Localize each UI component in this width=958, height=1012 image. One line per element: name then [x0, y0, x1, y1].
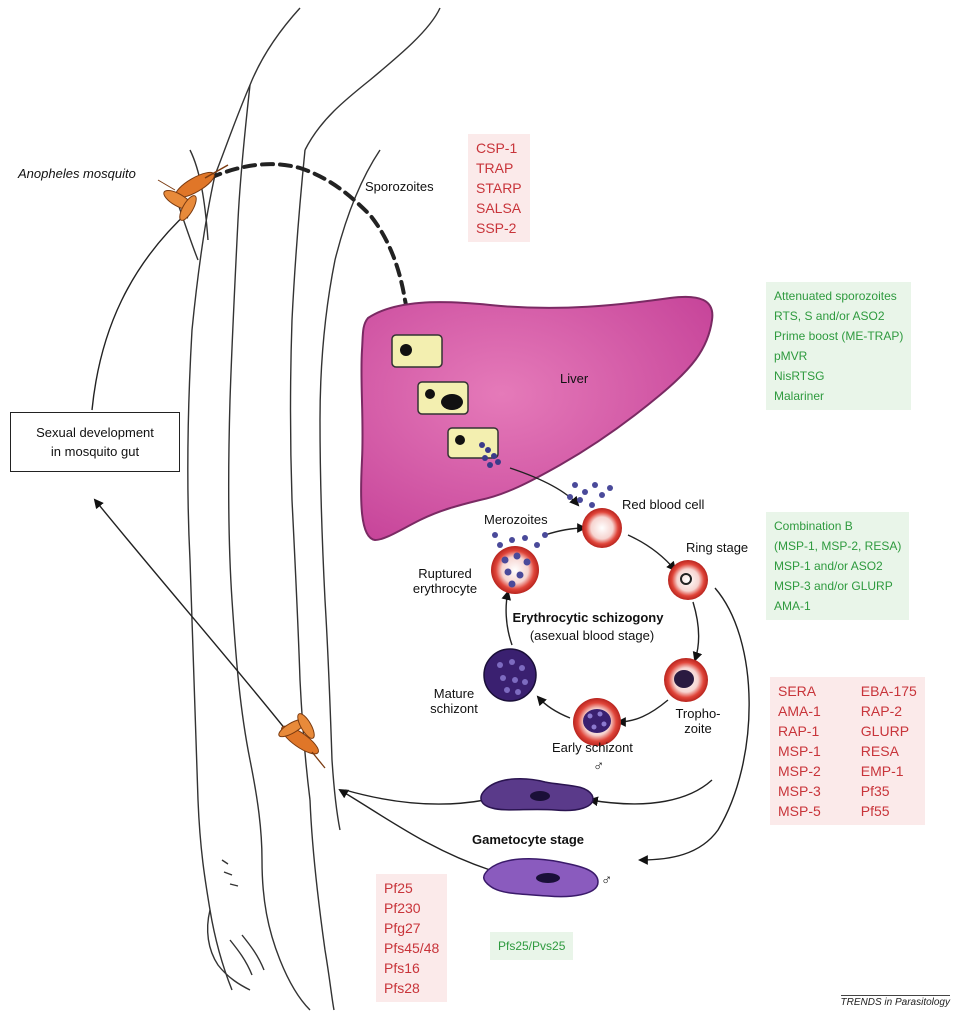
blood-antigens: SERA AMA-1 RAP-1 MSP-1 MSP-2 MSP-3 MSP-5… — [770, 677, 925, 825]
antigen-item: STARP — [476, 178, 522, 198]
antigen-item: SERA — [778, 681, 821, 701]
red-blood-cell — [582, 508, 622, 548]
gametocyte-vaccine: Pfs25/Pvs25 — [490, 932, 573, 960]
vaccine-item: (MSP-1, MSP-2, RESA) — [774, 536, 901, 556]
antigen-item: MSP-1 — [778, 741, 821, 761]
gametocyte-stage-label: Gametocyte stage — [472, 832, 584, 847]
sexual-development-box: Sexual development in mosquito gut — [10, 412, 180, 472]
cycle-subtitle: (asexual blood stage) — [512, 628, 672, 643]
vaccine-item: RTS, S and/or ASO2 — [774, 306, 903, 326]
antigen-item: TRAP — [476, 158, 522, 178]
antigen-item: RAP-2 — [861, 701, 917, 721]
vaccine-item: Prime boost (ME-TRAP) — [774, 326, 903, 346]
merozoites-label: Merozoites — [484, 512, 548, 527]
antigen-item: SALSA — [476, 198, 522, 218]
antigen-item: Pf230 — [384, 898, 439, 918]
journal-footer: TRENDS in Parasitology — [841, 995, 950, 1008]
vaccine-item: AMA-1 — [774, 596, 901, 616]
blood-antigens-col-1: SERA AMA-1 RAP-1 MSP-1 MSP-2 MSP-3 MSP-5 — [778, 681, 821, 821]
sporozoite-antigens: CSP-1 TRAP STARP SALSA SSP-2 — [468, 134, 530, 242]
vaccine-item: NisRTSG — [774, 366, 903, 386]
trophozoite-cell — [664, 658, 708, 702]
antigen-item: SSP-2 — [476, 218, 522, 238]
merozoite-cluster — [567, 482, 613, 508]
red-blood-cell-label: Red blood cell — [622, 497, 704, 512]
antigen-item: RESA — [861, 741, 917, 761]
early-schizont-cell — [573, 698, 621, 746]
ruptured-erythrocyte-cell — [491, 532, 548, 594]
male-symbol-2: ♂ — [601, 872, 612, 889]
antigen-item: MSP-3 — [778, 781, 821, 801]
liver-vaccine-list: Attenuated sporozoites RTS, S and/or ASO… — [766, 282, 911, 410]
antigen-item: RAP-1 — [778, 721, 821, 741]
liver-label: Liver — [560, 371, 588, 386]
sporozoites-label: Sporozoites — [365, 179, 434, 194]
antigen-item: Pfg27 — [384, 918, 439, 938]
antigen-item: Pf55 — [861, 801, 917, 821]
vaccine-item: pMVR — [774, 346, 903, 366]
antigen-item: GLURP — [861, 721, 917, 741]
antigen-item: Pfs45/48 — [384, 938, 439, 958]
cycle-title: Erythrocytic schizogony — [508, 610, 668, 625]
antigen-item: EBA-175 — [861, 681, 917, 701]
early-schizont-label: Early schizont — [552, 740, 633, 755]
trophozoite-label: Tropho- zoite — [668, 706, 728, 736]
vaccine-item: Attenuated sporozoites — [774, 286, 903, 306]
antigen-item: EMP-1 — [861, 761, 917, 781]
gametocyte-2 — [484, 859, 598, 897]
vaccine-item: MSP-1 and/or ASO2 — [774, 556, 901, 576]
antigen-item: Pfs16 — [384, 958, 439, 978]
antigen-item: MSP-5 — [778, 801, 821, 821]
ring-stage-cell — [668, 560, 708, 600]
antigen-item: Pf25 — [384, 878, 439, 898]
antigen-item: AMA-1 — [778, 701, 821, 721]
sexual-development-line-1: Sexual development — [36, 423, 154, 442]
blood-antigens-col-2: EBA-175 RAP-2 GLURP RESA EMP-1 Pf35 Pf55 — [861, 681, 917, 821]
male-symbol-1: ♂ — [593, 758, 604, 775]
vaccine-item: Malariner — [774, 386, 903, 406]
vaccine-item: MSP-3 and/or GLURP — [774, 576, 901, 596]
mature-schizont-cell — [484, 649, 536, 701]
mature-schizont-label: Mature schizont — [424, 686, 484, 716]
antigen-item: CSP-1 — [476, 138, 522, 158]
gametocyte-1 — [481, 779, 593, 811]
antigen-item: Pfs28 — [384, 978, 439, 998]
vaccine-item: Pfs25/Pvs25 — [498, 936, 565, 956]
ring-stage-label: Ring stage — [686, 540, 748, 555]
sexual-development-line-2: in mosquito gut — [51, 442, 139, 461]
blood-vaccine-list: Combination B (MSP-1, MSP-2, RESA) MSP-1… — [766, 512, 909, 620]
antigen-item: Pf35 — [861, 781, 917, 801]
ruptured-erythrocyte-label: Ruptured erythrocyte — [400, 566, 490, 596]
antigen-item: MSP-2 — [778, 761, 821, 781]
hepatocyte-1 — [392, 335, 442, 367]
gametocyte-antigens: Pf25 Pf230 Pfg27 Pfs45/48 Pfs16 Pfs28 — [376, 874, 447, 1002]
hepatocyte-2 — [418, 382, 468, 414]
mosquito-bottom-icon — [277, 711, 325, 768]
mosquito-label: Anopheles mosquito — [18, 166, 136, 181]
vaccine-item: Combination B — [774, 516, 901, 536]
